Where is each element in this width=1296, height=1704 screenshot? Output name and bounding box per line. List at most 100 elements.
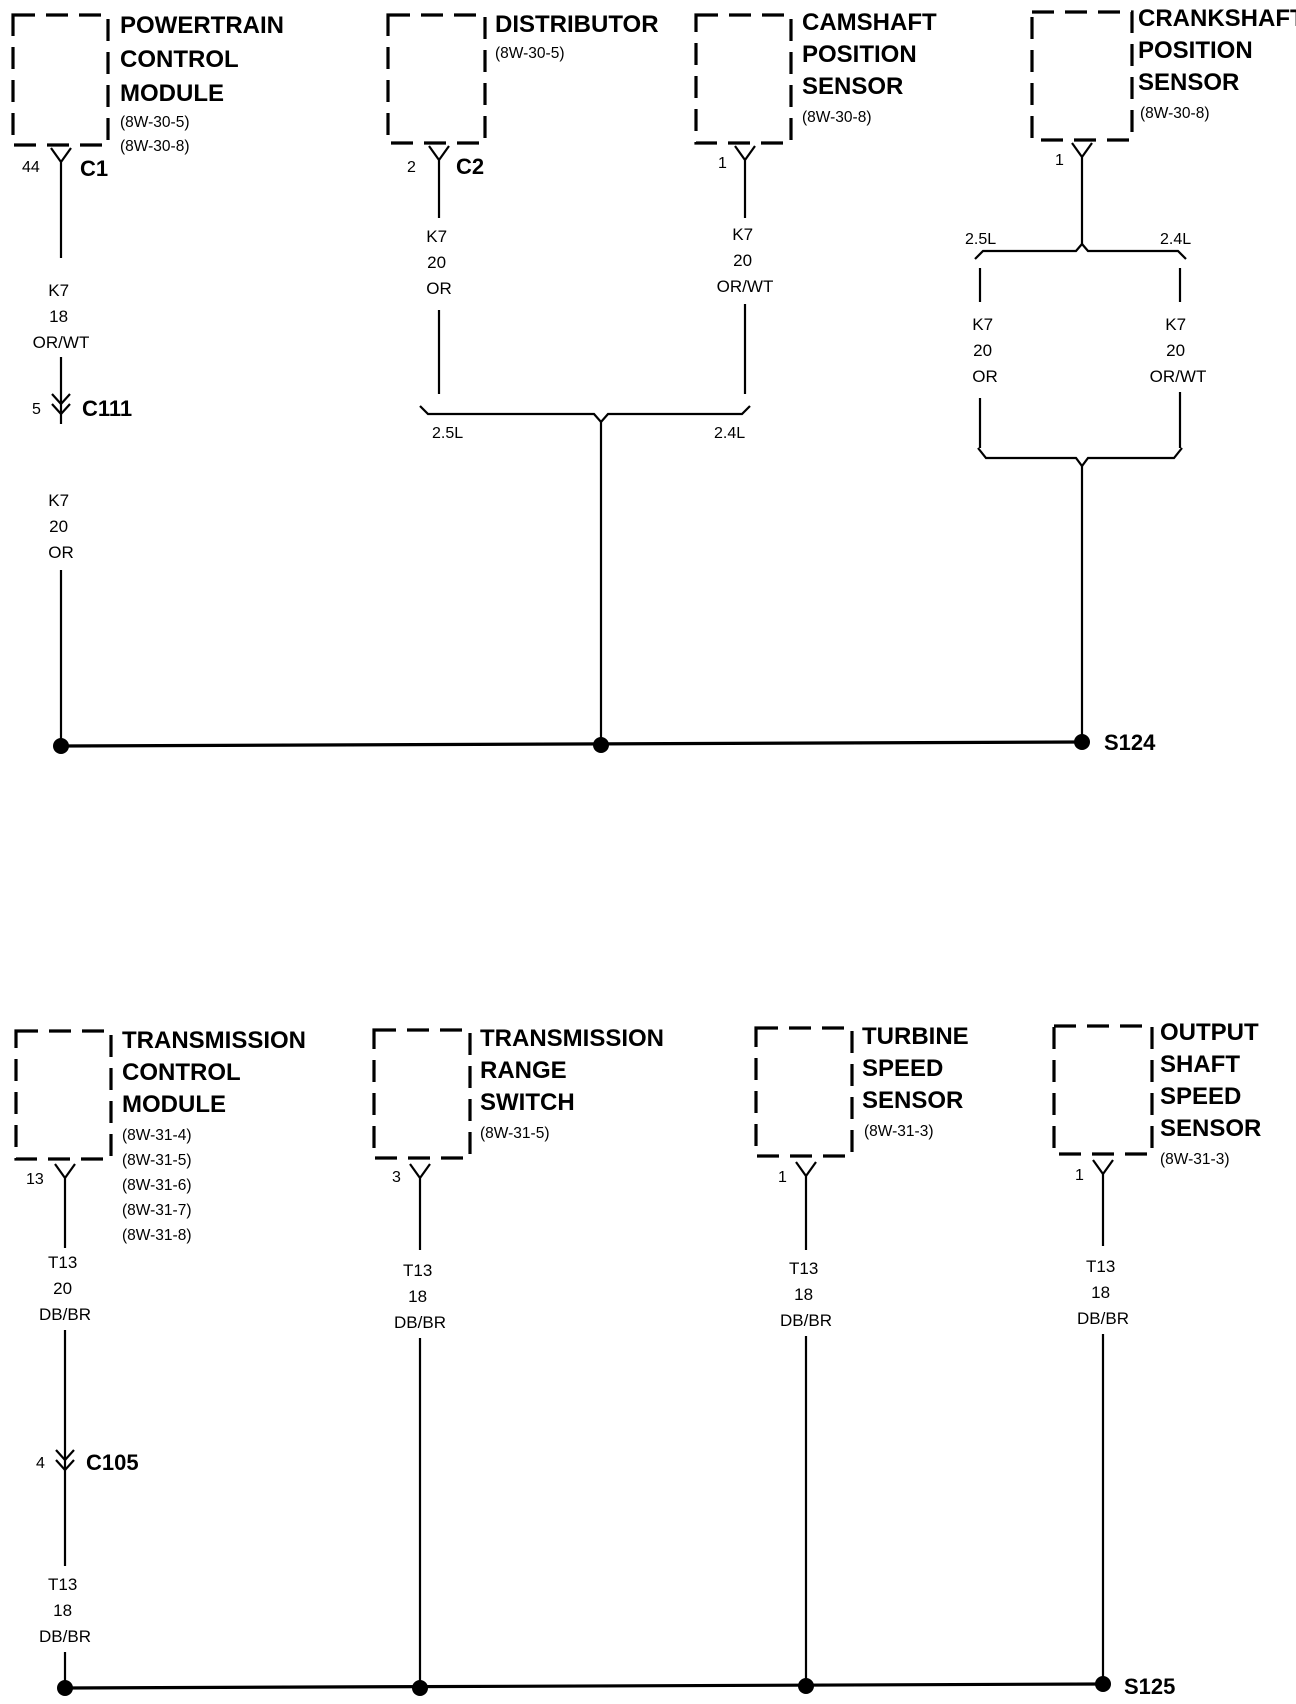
- svg-text:K7 20 OR/WT: K7 20 OR/WT: [717, 225, 774, 296]
- ckp-right-wire-circuit: K7: [1165, 315, 1186, 334]
- ckp-ref: (8W-30-8): [1140, 105, 1209, 122]
- distributor-wire-gauge: 20: [427, 253, 446, 272]
- tcm-wire-circuit: T13: [48, 1253, 77, 1272]
- tss-name-line3: SENSOR: [862, 1087, 963, 1114]
- pcm-dashed-box: [11, 13, 110, 147]
- dist-cmp-option-brace: [419, 405, 751, 424]
- c111-name: C111: [82, 396, 132, 421]
- cmp-wire-gauge: 20: [733, 251, 752, 270]
- ckp-option-brace-top: [974, 242, 1187, 260]
- tss-component: TURBINE SPEED SENSOR (8W-31-3) 1: [754, 1023, 975, 1186]
- trs-wire-circuit: T13: [403, 1261, 432, 1280]
- svg-text:CAMSHAFT POSITION: CAMSHAFT POSITION SENSOR: [802, 9, 943, 100]
- pcm-lower-wire-circuit: K7: [48, 491, 69, 510]
- trs-name-line1: TRANSMISSION: [480, 1025, 664, 1052]
- trs-ref: (8W-31-5): [480, 1125, 549, 1142]
- svg-text:T13 20 DB/BR: T13 20 DB/BR: [39, 1253, 91, 1324]
- s124-node-distributor: [593, 737, 609, 753]
- tcm-ref-1: (8W-31-4): [122, 1127, 191, 1144]
- oss-name-line1: OUTPUT: [1160, 1019, 1259, 1046]
- trs-name-line3: SWITCH: [480, 1089, 575, 1116]
- pcm-name-line2: CONTROL: [120, 46, 238, 73]
- oss-ref: (8W-31-3): [1160, 1151, 1229, 1168]
- tcm-ref-2: (8W-31-5): [122, 1152, 191, 1169]
- cmp-name-line1: CAMSHAFT: [802, 9, 937, 36]
- pcm-pin-symbol: [50, 147, 72, 172]
- tcm-lower-wire-gauge: 18: [53, 1601, 72, 1620]
- cmp-wire-color: OR/WT: [717, 277, 774, 296]
- tss-pin-symbol: [795, 1161, 817, 1186]
- svg-text:T13 18 DB/BR: T13 18 DB/BR: [39, 1575, 91, 1646]
- ckp-pin-symbol: [1071, 142, 1093, 168]
- c111-symbol: [51, 393, 71, 416]
- ckp-option-left: 2.5L: [965, 231, 996, 248]
- c111-pin: 5: [32, 401, 41, 418]
- tss-name-line1: TURBINE: [862, 1023, 969, 1050]
- ckp-option-right: 2.4L: [1160, 231, 1191, 248]
- top-circuit: POWERTRAIN CONTROL MODULE (8W-30-5) (8W-…: [11, 5, 1296, 755]
- oss-dashed-box: [1052, 1024, 1154, 1156]
- svg-text:K7 20 OR: K7 20 OR: [48, 491, 74, 562]
- oss-component: OUTPUT SHAFT SPEED SENSOR (8W-31-3) 1: [1052, 1019, 1261, 1184]
- tss-wire-color: DB/BR: [780, 1311, 832, 1330]
- trs-component: TRANSMISSION RANGE SWITCH (8W-31-5) 3: [372, 1025, 664, 1188]
- dist-option-left: 2.5L: [432, 425, 463, 442]
- trs-pin-number: 3: [392, 1169, 401, 1186]
- oss-pin-symbol: [1092, 1159, 1114, 1184]
- oss-name-line4: SENSOR: [1160, 1115, 1261, 1142]
- pcm-pin-number: 44: [22, 159, 40, 176]
- oss-name-line3: SPEED: [1160, 1083, 1241, 1110]
- cmp-wire-circuit: K7: [732, 225, 753, 244]
- c105-symbol: [55, 1449, 75, 1472]
- cmp-pin-number: 1: [718, 155, 727, 172]
- ckp-right-wire-gauge: 20: [1166, 341, 1185, 360]
- oss-pin-number: 1: [1075, 1167, 1084, 1184]
- trs-dashed-box: [372, 1028, 472, 1160]
- svg-text:K7 20 OR: K7 20 OR: [972, 315, 998, 386]
- ckp-component: CRANKSHAFT POSITION SENSOR (8W-30-8) 1: [1030, 5, 1296, 169]
- distributor-name: DISTRIBUTOR: [495, 11, 659, 38]
- dist-option-right: 2.4L: [714, 425, 745, 442]
- bottom-circuit: TRANSMISSION CONTROL MODULE (8W-31-4) (8…: [14, 1019, 1261, 1699]
- distributor-wire-color: OR: [426, 279, 452, 298]
- distributor-pin-number: 2: [407, 159, 416, 176]
- ckp-name-line1: CRANKSHAFT: [1138, 5, 1296, 32]
- ckp-name-line2: POSITION: [1138, 37, 1253, 64]
- pcm-lower-wire-gauge: 20: [49, 517, 68, 536]
- svg-text:TURBINE SPEED: TURBINE SPEED SENSOR: [862, 1023, 975, 1114]
- svg-text:POWERTRAIN CONTROL: POWERTRAIN CONTROL MODULE: [120, 12, 291, 107]
- pcm-lower-wire-color: OR: [48, 543, 74, 562]
- cmp-name-line2: POSITION: [802, 41, 917, 68]
- svg-text:TRANSMISSION CONTROL: TRANSMISSION CONTROL MODULE: [122, 1027, 313, 1118]
- tcm-ref-4: (8W-31-7): [122, 1202, 191, 1219]
- tss-dashed-box: [754, 1026, 854, 1158]
- trs-wire-color: DB/BR: [394, 1313, 446, 1332]
- trs-pin-symbol: [409, 1163, 431, 1188]
- ckp-left-wire-gauge: 20: [973, 341, 992, 360]
- svg-text:K7 18 OR/WT: K7 18 OR/WT: [33, 281, 90, 352]
- ckp-option-brace-bottom: [977, 447, 1183, 468]
- oss-name-line2: SHAFT: [1160, 1051, 1240, 1078]
- ckp-left-wire-color: OR: [972, 367, 998, 386]
- s124-node-pcm: [53, 738, 69, 754]
- s125-node-tcm: [57, 1680, 73, 1696]
- ckp-left-wire-circuit: K7: [972, 315, 993, 334]
- s125-node-trs: [412, 1680, 428, 1696]
- s124-label: S124: [1104, 730, 1156, 755]
- pcm-ref-1: (8W-30-5): [120, 114, 189, 131]
- distributor-component: DISTRIBUTOR (8W-30-5) 2 C2: [386, 11, 659, 179]
- c105-pin: 4: [36, 1455, 45, 1472]
- tcm-lower-wire-circuit: T13: [48, 1575, 77, 1594]
- distributor-ref: (8W-30-5): [495, 45, 564, 62]
- pcm-connector: C1: [80, 156, 108, 181]
- ckp-dashed-box: [1030, 10, 1134, 142]
- svg-text:K7 20 OR/WT: K7 20 OR/WT: [1150, 315, 1207, 386]
- tcm-name-line3: MODULE: [122, 1091, 226, 1118]
- tcm-ref-5: (8W-31-8): [122, 1227, 191, 1244]
- distributor-connector: C2: [456, 154, 484, 179]
- s125-node-tss: [798, 1678, 814, 1694]
- s124-bus: [60, 740, 1083, 748]
- pcm-wire-color: OR/WT: [33, 333, 90, 352]
- distributor-pin-symbol: [428, 145, 450, 170]
- ckp-pin-number: 1: [1055, 152, 1064, 169]
